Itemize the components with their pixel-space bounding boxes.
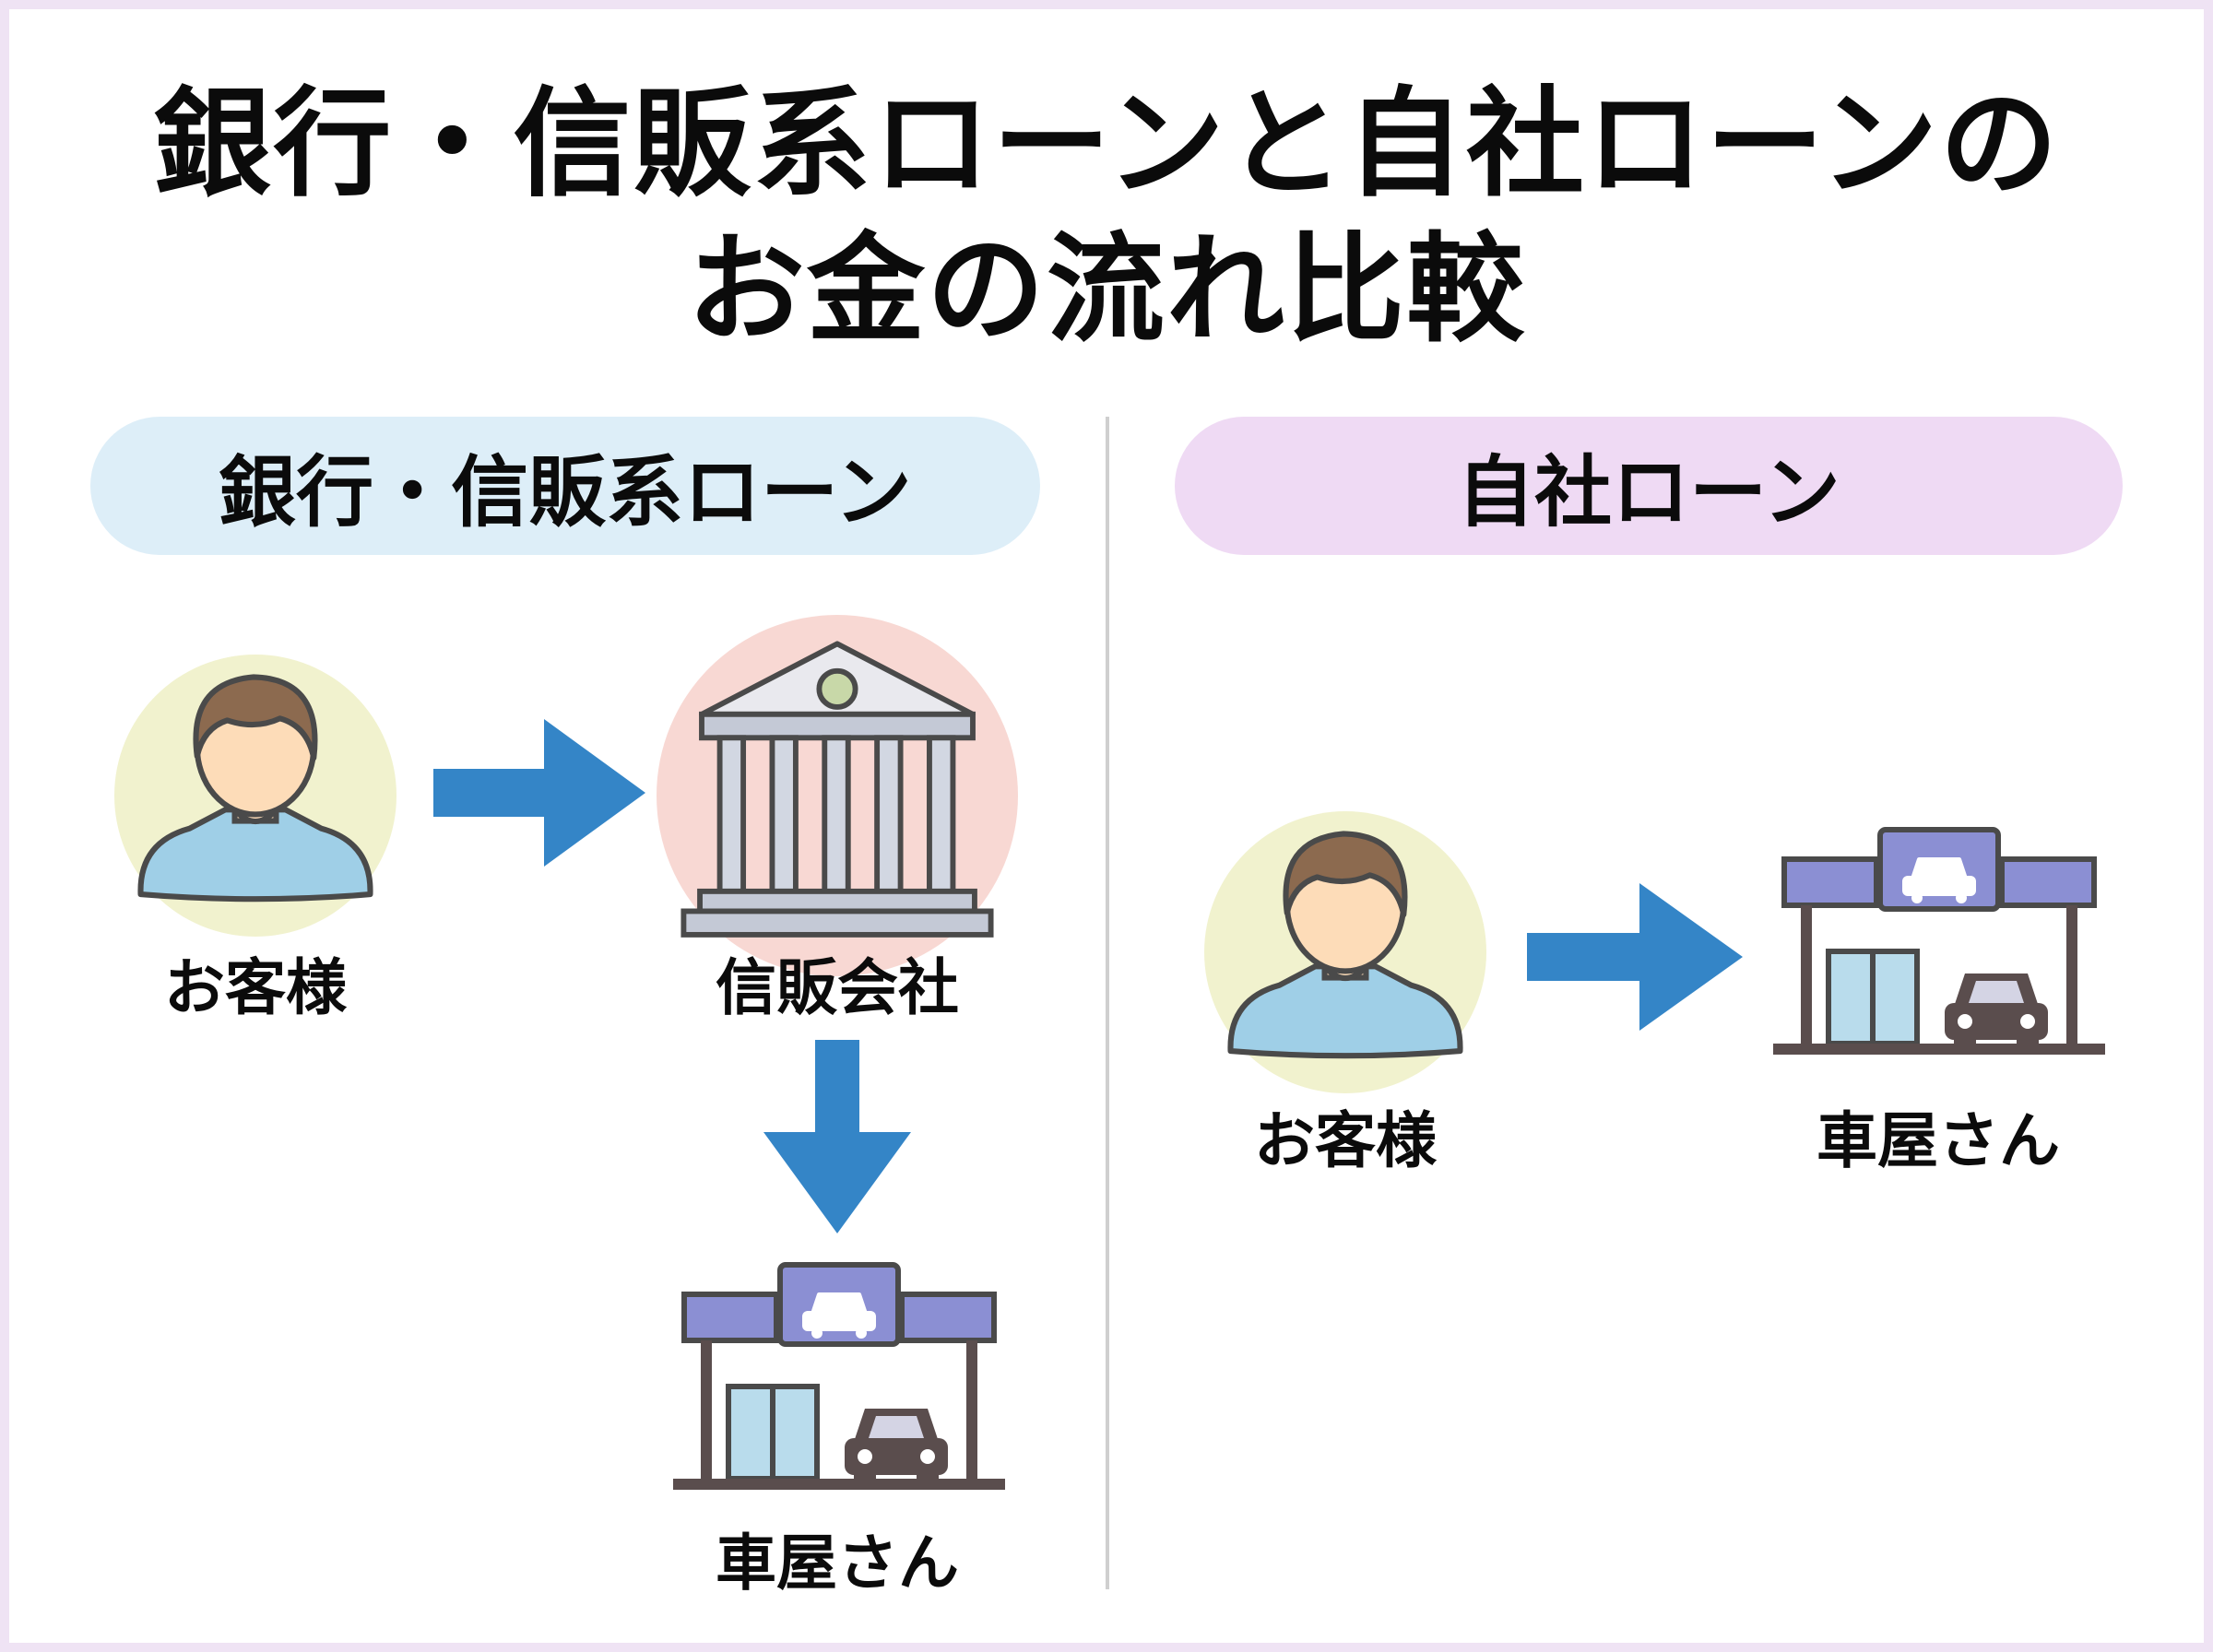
diagram-title-line-2: お金の流れ比較 <box>686 221 1526 359</box>
left-dealer-label: 車屋さん <box>716 1528 959 1599</box>
right-panel-header: 自社ローン <box>1175 417 2123 555</box>
bank-building-icon <box>657 615 1018 976</box>
right-dealer-label: 車屋さん <box>1817 1105 2060 1176</box>
arrow-icon <box>433 719 645 867</box>
finance-company-label: 信販会社 <box>716 952 959 1023</box>
diagram-title: 銀行・信販系ローンと自社ローンの お金の流れ比較 <box>0 72 2213 363</box>
panel-divider <box>1106 417 1109 1589</box>
arrow-icon <box>1527 883 1743 1031</box>
car-dealership-icon <box>673 1262 1005 1490</box>
person-icon <box>1204 811 1486 1093</box>
car-dealership-icon <box>1773 827 2105 1055</box>
left-panel-header: 銀行・信販系ローン <box>90 417 1040 555</box>
right-customer-label: お客様 <box>1254 1105 1437 1176</box>
diagram-title-line-1: 銀行・信販系ローンと自社ローンの <box>153 76 2060 213</box>
person-icon <box>114 655 396 937</box>
left-customer-label: お客様 <box>164 952 347 1023</box>
arrow-icon <box>763 1040 911 1233</box>
